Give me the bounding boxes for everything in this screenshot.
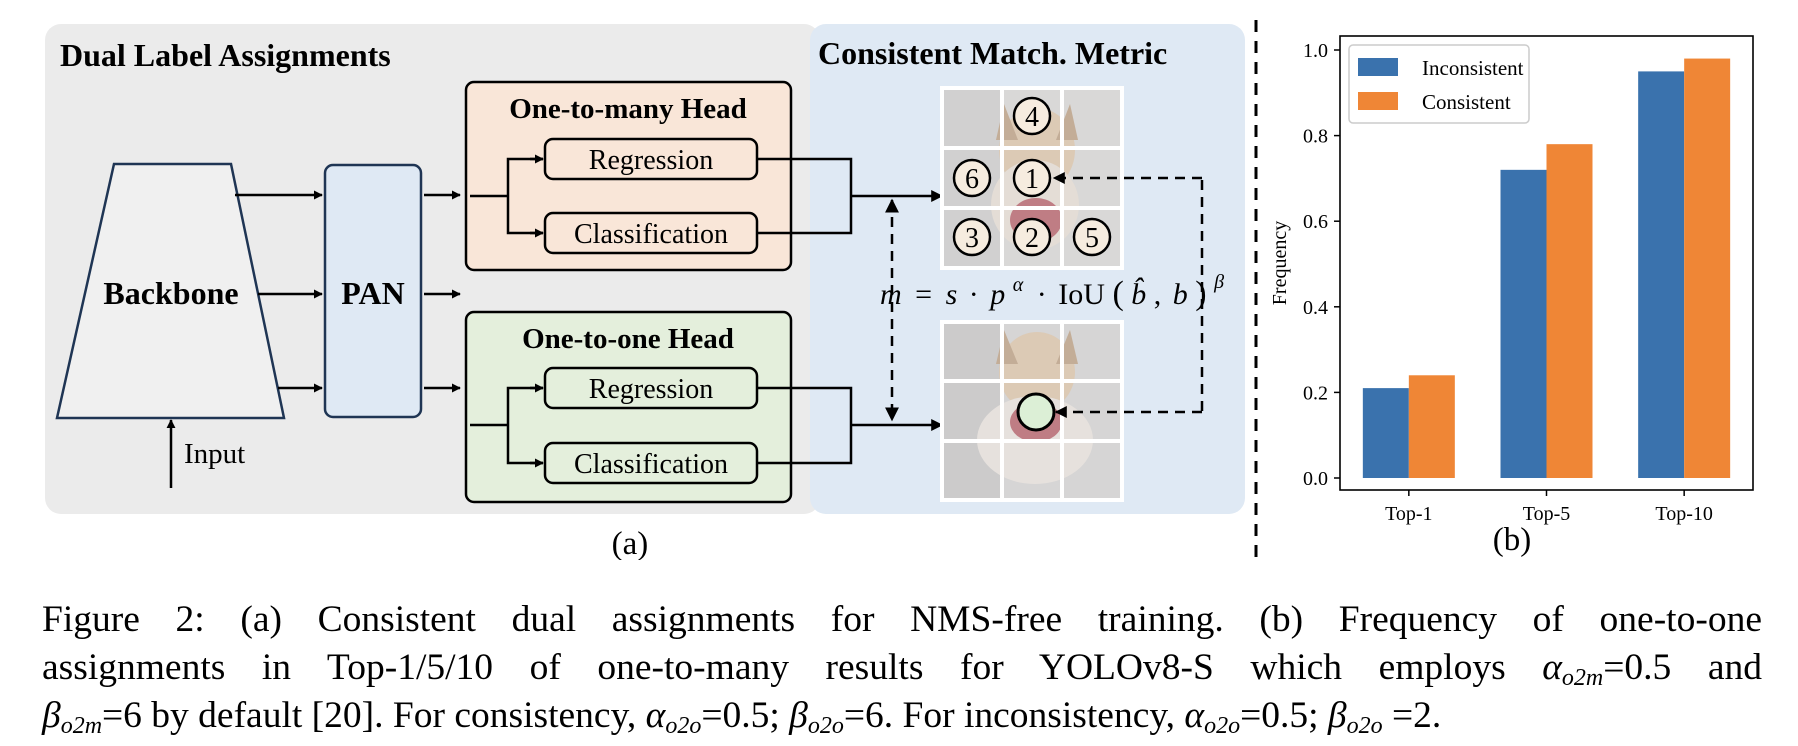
chart-y-axis: 0.0 0.2 0.4 0.6 0.8 1.0	[1303, 40, 1340, 490]
caption-line-3: βo2m=6 by default [20]. For consistency,…	[42, 695, 1442, 739]
o2o-classification-label: Classification	[574, 449, 728, 480]
bar-inconsistent-top-1	[1362, 388, 1409, 478]
y-tick-label: 0.6	[1303, 211, 1328, 233]
y-tick-label: 0.4	[1303, 297, 1328, 319]
x-tick-label-top-1: Top-1	[1385, 503, 1432, 525]
dual-label-assignments-title: Dual Label Assignments	[60, 37, 391, 73]
o2o-matched-anchor	[1016, 392, 1056, 432]
one-to-one-head-title: One-to-one Head	[522, 323, 734, 355]
bar-inconsistent-top-10	[1638, 71, 1685, 479]
chart-x-axis: Top-1 Top-5 Top-10	[1385, 490, 1713, 525]
bar-consistent-top-1	[1408, 375, 1455, 478]
backbone-label: Backbone	[103, 275, 238, 311]
grid-number-2: 2	[1012, 217, 1052, 257]
backbone-block	[55, 162, 286, 420]
y-tick-label: 0.8	[1303, 126, 1328, 148]
pan-label: PAN	[341, 275, 404, 311]
chart-bars	[1362, 58, 1731, 479]
o2m-regression-label: Regression	[589, 145, 713, 176]
panel-b-chart: 0.0 0.2 0.4 0.6 0.8 1.0 Top-1 Top-5 Top-10 Freq…	[1269, 35, 1754, 558]
y-tick-label: 1.0	[1303, 40, 1328, 62]
match-metric-formula: m = s · p α · IoU ( b̂ , b ) β	[880, 265, 1224, 312]
svg-text:3: 3	[965, 223, 979, 254]
chart-y-axis-label: Frequency	[1269, 221, 1291, 305]
o2o-image-grid	[940, 320, 1124, 502]
legend-label-inconsistent: Inconsistent	[1422, 56, 1524, 80]
o2o-regression-label: Regression	[589, 374, 713, 405]
figure: Dual Label Assignments Consistent Match.…	[45, 20, 1754, 560]
grid-number-6: 6	[952, 158, 992, 198]
svg-text:2: 2	[1025, 223, 1039, 254]
o2o-merge-lines	[757, 386, 853, 465]
grid-number-1: 1	[1012, 158, 1052, 198]
legend-label-consistent: Consistent	[1422, 90, 1511, 114]
grid-number-3: 3	[952, 217, 992, 257]
o2m-classification-label: Classification	[574, 219, 728, 250]
consistent-match-metric-title: Consistent Match. Metric	[818, 35, 1167, 71]
y-tick-label: 0.0	[1303, 468, 1328, 490]
svg-text:5: 5	[1085, 223, 1099, 254]
grid-number-4: 4	[1012, 96, 1052, 136]
bar-consistent-top-5	[1546, 144, 1593, 478]
panel-a-sublabel: (a)	[612, 526, 649, 560]
x-tick-label-top-10: Top-10	[1655, 503, 1712, 525]
legend-swatch-inconsistent	[1358, 58, 1398, 76]
figure-caption: Figure 2: (a) Consistent dual assignment…	[42, 596, 1762, 740]
o2m-merge-lines	[757, 157, 853, 235]
caption-line-1: Figure 2: (a) Consistent dual assignment…	[42, 599, 1762, 640]
panel-a: Dual Label Assignments Consistent Match.…	[45, 24, 1245, 560]
caption-line-2: assignments in Top-1/5/10 of one-to-many…	[42, 647, 1762, 691]
svg-text:1: 1	[1025, 164, 1039, 195]
y-tick-label: 0.2	[1303, 382, 1328, 404]
chart-legend: Inconsistent Consistent	[1348, 44, 1530, 124]
bar-inconsistent-top-5	[1500, 169, 1547, 478]
grid-number-5: 5	[1072, 217, 1112, 257]
svg-text:6: 6	[965, 164, 979, 195]
x-tick-label-top-5: Top-5	[1523, 503, 1570, 525]
svg-text:4: 4	[1025, 102, 1039, 133]
bar-consistent-top-10	[1684, 58, 1731, 479]
legend-swatch-consistent	[1358, 92, 1398, 110]
panel-b-sublabel: (b)	[1493, 522, 1531, 558]
one-to-many-head-title: One-to-many Head	[509, 93, 747, 125]
input-label: Input	[184, 438, 245, 470]
pan-block	[323, 163, 423, 419]
